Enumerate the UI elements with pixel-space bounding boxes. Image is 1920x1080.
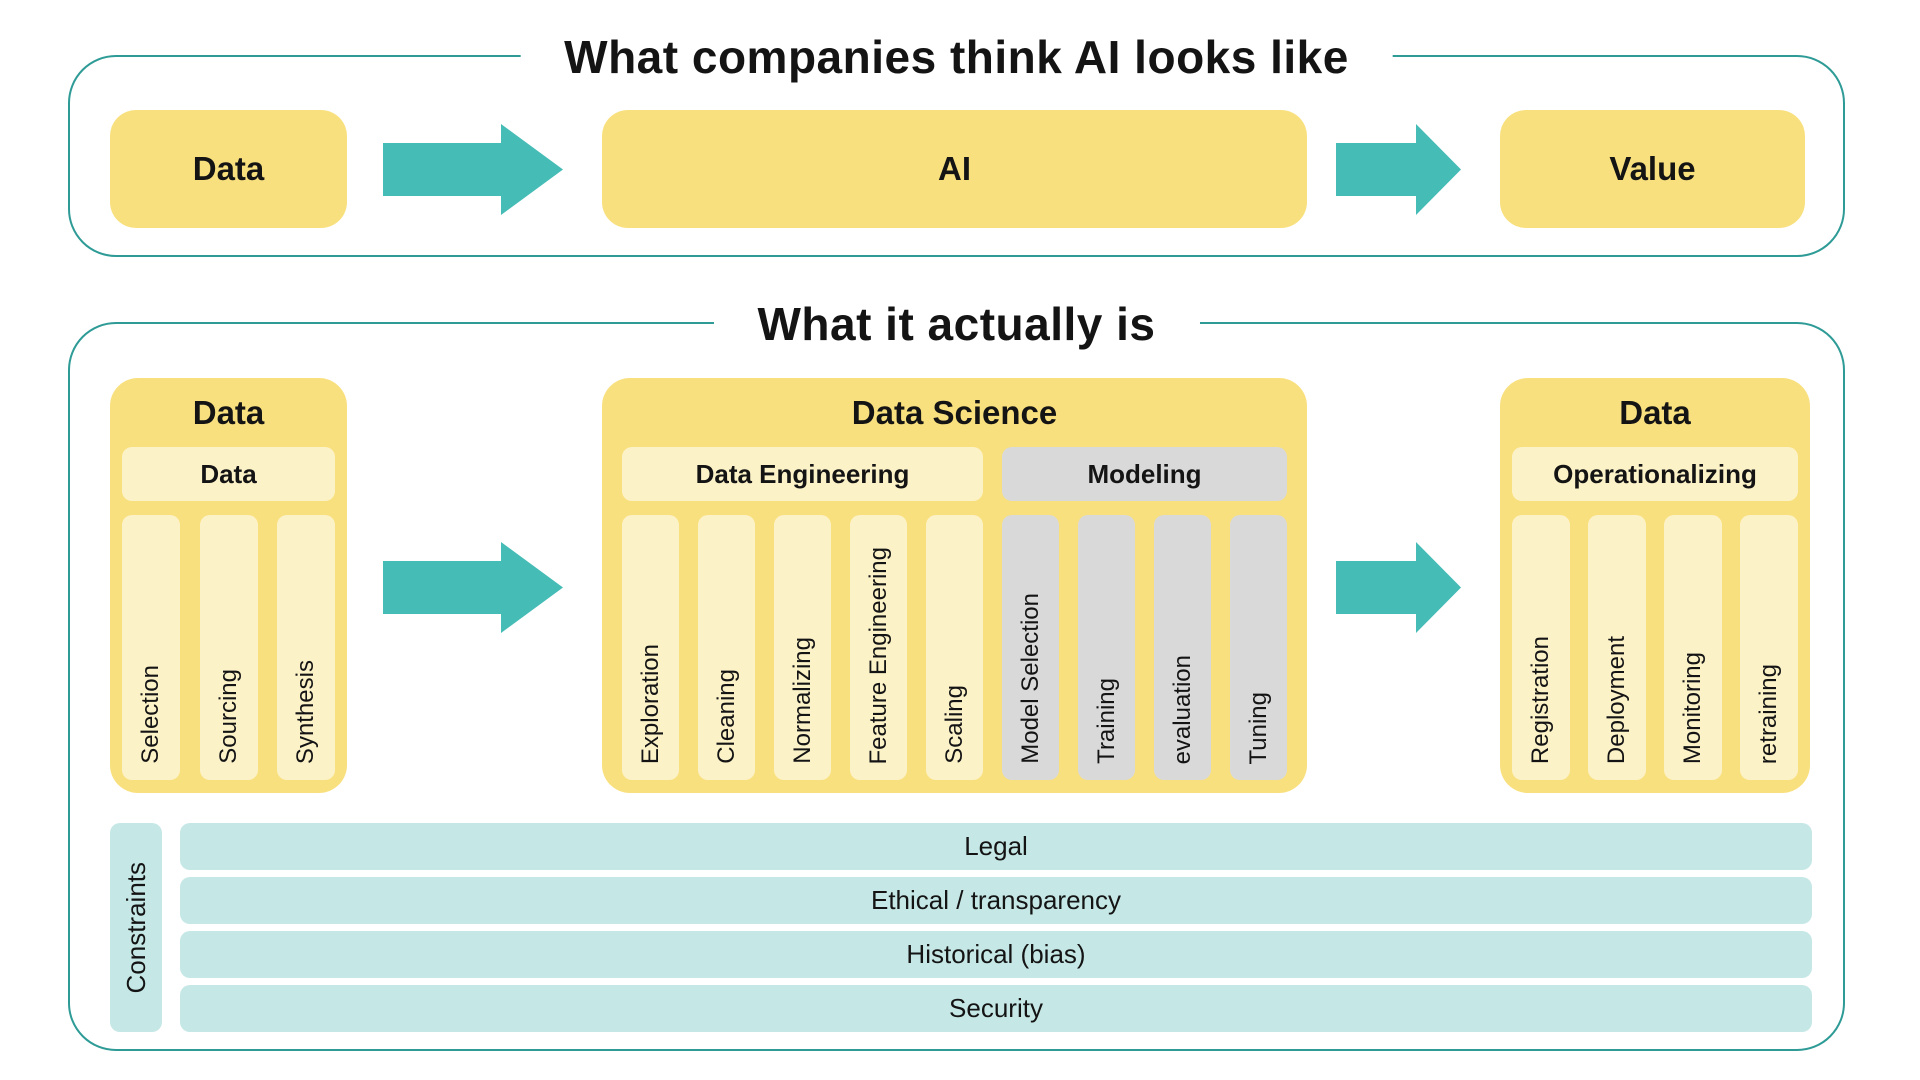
column-feature-engineering-label: Feature Engineering (864, 546, 892, 764)
column-training: Training (1078, 515, 1135, 780)
section-think-title: What companies think AI looks like (520, 30, 1393, 84)
group-data-left-title: Data (192, 393, 265, 431)
section-actual-outline: What it actually is (68, 297, 1845, 1051)
column-cleaning: Cleaning (698, 515, 755, 780)
group-data-science-columns: Exploration Cleaning Normalizing Feature… (622, 515, 1287, 780)
arrow-right-icon (383, 124, 563, 215)
column-training-label: Training (1092, 678, 1120, 764)
section-actual-title: What it actually is (713, 297, 1200, 351)
column-exploration: Exploration (622, 515, 679, 780)
column-selection-label: Selection (137, 665, 164, 764)
group-data-left-columns: Selection Sourcing Synthesis (122, 515, 335, 780)
group-data-left-headers: Data (122, 447, 335, 501)
column-synthesis-label: Synthesis (292, 659, 319, 764)
group-data-science-headers: Data Engineering Modeling (622, 447, 1287, 501)
header-modeling: Modeling (1002, 447, 1287, 501)
arrow-right-icon (383, 542, 563, 633)
node-data-input: Data (110, 110, 347, 228)
column-evaluation-label: evaluation (1168, 654, 1196, 764)
node-value: Value (1500, 110, 1805, 228)
group-data-right-columns: Registration Deployment Monitoring retra… (1512, 515, 1798, 780)
column-deployment: Deployment (1588, 515, 1646, 780)
constraints-label-box: Constraints (110, 823, 162, 1032)
column-model-selection: Model Selection (1002, 515, 1059, 780)
constraint-bar-ethical-transparency: Ethical / transparency (180, 877, 1812, 924)
column-model-selection-label: Model Selection (1016, 593, 1044, 764)
column-retraining-label: retraining (1755, 663, 1782, 764)
column-retraining: retraining (1740, 515, 1798, 780)
constraint-bar-historical-bias: Historical (bias) (180, 931, 1812, 978)
column-registration-label: Registration (1527, 635, 1554, 764)
column-synthesis: Synthesis (277, 515, 335, 780)
column-deployment-label: Deployment (1603, 635, 1630, 764)
node-value-label: Value (1609, 150, 1696, 187)
group-data-right-title: Data (1619, 393, 1691, 431)
constraints-label: Constraints (121, 861, 151, 994)
column-normalizing: Normalizing (774, 515, 831, 780)
section-think-outline: What companies think AI looks like (68, 30, 1845, 257)
column-cleaning-label: Cleaning (712, 669, 740, 764)
column-normalizing-label: Normalizing (788, 637, 816, 764)
column-scaling-label: Scaling (940, 685, 968, 764)
constraint-bar-legal: Legal (180, 823, 1812, 870)
group-data-science: Data Science Data Engineering Modeling E… (602, 378, 1307, 793)
constraint-bar-security: Security (180, 985, 1812, 1032)
arrow-right-icon (1336, 542, 1461, 633)
header-data: Data (122, 447, 335, 501)
column-sourcing: Sourcing (199, 515, 258, 780)
column-registration: Registration (1512, 515, 1570, 780)
node-ai-label: AI (938, 150, 971, 187)
group-data-left: Data Data Selection Sourcing Synthesis (110, 378, 347, 793)
group-data-science-title: Data Science (851, 393, 1058, 431)
node-data-input-label: Data (192, 150, 265, 187)
constraints-bars: Legal Ethical / transparency Historical … (180, 823, 1812, 1032)
column-exploration-label: Exploration (636, 643, 664, 764)
header-data-engineering: Data Engineering (622, 447, 983, 501)
group-data-right-headers: Operationalizing (1512, 447, 1798, 501)
column-sourcing-label: Sourcing (214, 669, 242, 764)
column-evaluation: evaluation (1154, 515, 1211, 780)
header-operationalizing: Operationalizing (1512, 447, 1798, 501)
column-selection: Selection (122, 515, 180, 780)
column-feature-engineering: Feature Engineering (850, 515, 907, 780)
column-monitoring: Monitoring (1664, 515, 1722, 780)
column-monitoring-label: Monitoring (1679, 651, 1706, 764)
node-ai: AI (602, 110, 1307, 228)
column-tuning: Tuning (1230, 515, 1287, 780)
column-tuning-label: Tuning (1244, 691, 1272, 765)
arrow-right-icon (1336, 124, 1461, 215)
group-data-right: Data Operationalizing Registration Deplo… (1500, 378, 1810, 793)
column-scaling: Scaling (926, 515, 983, 780)
